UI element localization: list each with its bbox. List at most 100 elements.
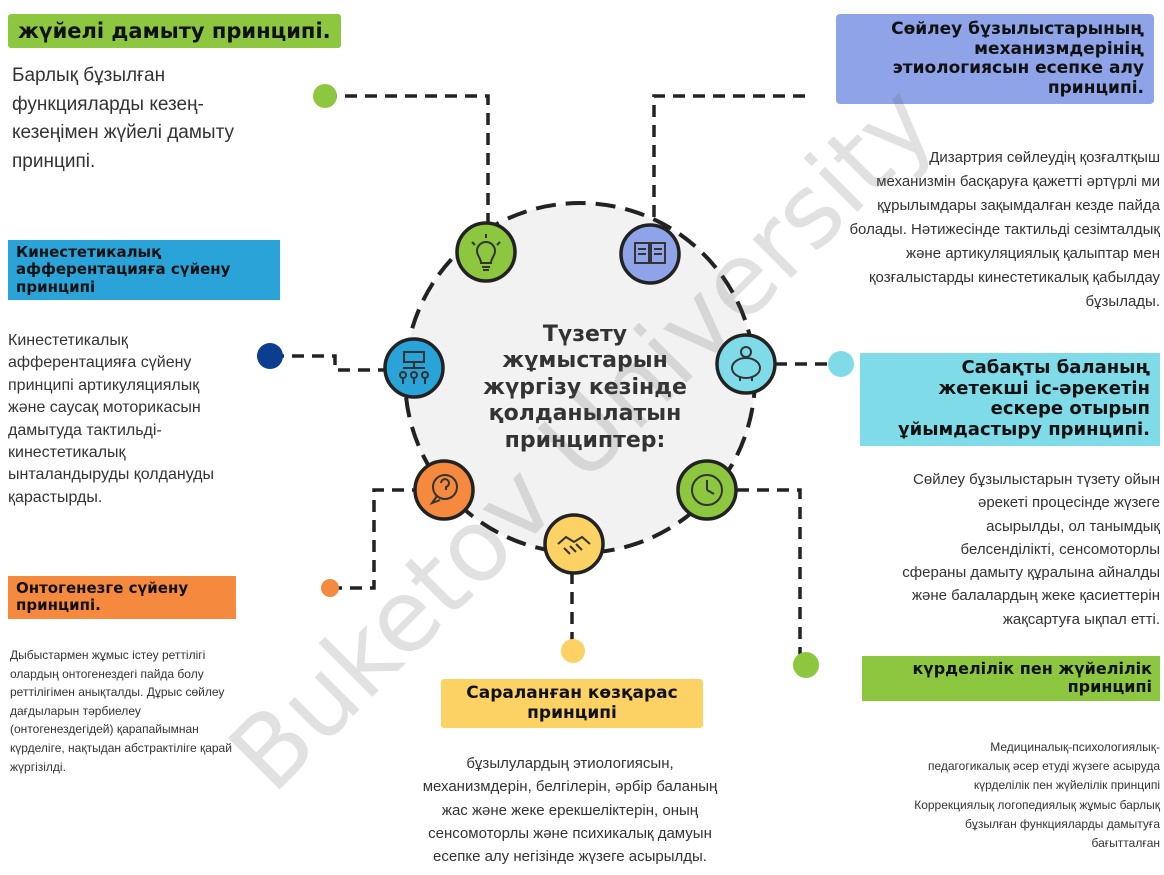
endpoint-dot-cyan: [828, 351, 854, 377]
clock-icon: [676, 459, 738, 521]
endpoint-dot-orange: [321, 579, 339, 597]
text-line: механизмін басқаруға қажетті әртүрлі ми: [876, 173, 1160, 190]
text-line: кезеңімен жүйелі дамыту: [12, 122, 234, 143]
endpoint-dot-green-bottom: [793, 652, 819, 678]
piggy-bank-icon: [715, 333, 777, 395]
text-line: және саусақ моторикасын: [8, 399, 201, 417]
principle-title-complexity: күрделілік пен жүйелілік принципі: [862, 656, 1160, 701]
book-icon: [619, 223, 681, 285]
title-line: принципі: [527, 702, 617, 723]
title-line: афферентацияға сүйену: [16, 260, 231, 279]
principle-text-leading-activity: Сөйлеу бұзылыстарын түзету ойын әрекеті …: [820, 468, 1160, 631]
text-line: функцияларды кезең-: [12, 93, 204, 115]
title-line: Кинестетикалық: [16, 243, 162, 261]
text-line: бұзылулардың этиологиясын,: [466, 755, 674, 772]
text-line: дамытуда тактильді-: [8, 421, 162, 439]
connector-lower-right: [737, 488, 802, 665]
text-line: (онтогенездегідей) қарапайымнан: [10, 722, 199, 737]
principle-text-ontogenesis: Дыбыстармен жұмыс істеу реттілігі оларды…: [10, 646, 232, 776]
text-line: асырылды, ол танымдық: [986, 517, 1160, 535]
text-line: принципі артикуляциялық: [8, 376, 200, 394]
text-line: механизмдерін, белгілерін, әрбір баланың: [422, 778, 718, 796]
center-title-line: принциптер:: [504, 427, 666, 453]
text-line: есепке алу негізінде жүзеге асырылды.: [433, 848, 707, 865]
team-icon: [383, 337, 445, 399]
principle-title-etiology: Сөйлеу бұзылыстарының механизмдерінің эт…: [836, 14, 1154, 105]
text-line: Коррекциялық логопедиялық жұмыс барлық: [914, 797, 1160, 812]
text-line: реттілігімен анықталды. Дұрыс сөйлеу: [10, 685, 225, 700]
endpoint-dot-navy: [257, 343, 283, 369]
text-line: ынталандыруды қолдануды: [8, 466, 215, 484]
title-line: жетекші іс-әрекетін: [938, 377, 1150, 399]
endpoint-dot-green-top: [313, 84, 337, 108]
title-line: принципі: [16, 277, 96, 296]
title-line: принципі.: [1047, 77, 1144, 98]
principle-title-ontogenesis: Онтогенезге сүйену принципі.: [8, 576, 236, 619]
text-line: және артикуляциялық қалыптар мен: [906, 245, 1160, 262]
principle-title-differentiated: Сараланған көзқарас принципі: [441, 679, 703, 729]
title-line: Сөйлеу бұзылыстарының: [891, 19, 1144, 39]
text-line: және балалардың жеке қасиеттерін: [911, 587, 1160, 605]
text-line: олардың онтогенездегі пайда болу: [10, 666, 204, 681]
text-line: Барлық бұзылған: [12, 65, 166, 86]
center-title-line: жүргізу кезінде: [483, 374, 687, 400]
connector-left: [272, 354, 385, 372]
connector-top-right: [652, 94, 805, 232]
text-line: сенсомоторлы және психикалық дамуын: [428, 824, 712, 842]
connector-lower-left: [330, 488, 418, 590]
principle-title-leading-activity: Сабақты баланың жетекші іс-әрекетін еске…: [860, 353, 1160, 446]
title-line: ескере отырып: [990, 398, 1150, 420]
title-line: Онтогенезге сүйену: [16, 579, 189, 597]
text-line: бұзылады.: [1085, 293, 1160, 310]
principle-text-etiology: Дизартрия сөйлеудің қозғалтқыш механизмі…: [740, 146, 1160, 314]
principle-title-systemic-development: жүйелі дамыту принципі.: [8, 14, 341, 49]
title-line: күрделілік пен жүйелілік: [912, 659, 1152, 678]
text-line: принципі.: [12, 150, 96, 172]
title-line: механизмдерінің: [974, 38, 1144, 59]
title-line: принципі: [1067, 677, 1152, 697]
text-line: бұзылған функцияларды дамытуға: [965, 816, 1160, 831]
text-line: белсенділікті, сенсомоторлы: [960, 540, 1160, 558]
text-line: педагогикалық әсер етуді жүзеге асыруда: [927, 759, 1160, 774]
center-title: Түзету жұмыстарын жүргізу кезінде қолдан…: [470, 322, 700, 454]
text-line: жас және жеке ерекшеліктерін, оның: [441, 801, 699, 819]
text-line: болады. Нәтижесінде тактильді сезімталды…: [849, 221, 1160, 238]
handshake-icon: [543, 513, 605, 575]
principle-text-kinesthetic: Кинестетикалық афферентацияға сүйену при…: [8, 330, 214, 509]
text-line: құрылымдары зақымдалған кезде пайда: [877, 197, 1160, 214]
principle-text-complexity: Медициналық-психологиялық- педагогикалық…: [770, 738, 1160, 853]
lightbulb-icon: [455, 221, 517, 283]
text-line: бағытталған: [1091, 835, 1160, 850]
text-line: афферентацияға сүйену: [8, 354, 192, 372]
text-line: күрделілік пен жүйелілік принципі: [973, 778, 1160, 793]
title-line: принципі.: [16, 596, 101, 615]
title-line: Сараланған көзқарас: [466, 683, 678, 703]
endpoint-dot-yellow: [561, 639, 585, 663]
text-line: Кинестетикалық: [8, 332, 128, 349]
text-line: Сөйлеу бұзылыстарын түзету ойын: [913, 471, 1160, 488]
connector-top-left: [325, 94, 490, 230]
center-title-line: Түзету: [542, 322, 628, 347]
principle-text-differentiated: бұзылулардың этиологиясын, механизмдерін…: [370, 752, 770, 868]
question-bubble-icon: [413, 459, 475, 521]
title-line: ұйымдастыру принципі.: [897, 419, 1150, 441]
text-line: кинестетикалық: [8, 443, 126, 461]
text-line: жүргізілді.: [10, 759, 66, 774]
principle-text-systemic-development: Барлық бұзылған функцияларды кезең- кезе…: [12, 62, 234, 176]
title-line: этиологиясын есепке алу: [892, 58, 1144, 79]
center-title-line: қолданылатын: [488, 401, 682, 427]
title-line: жүйелі дамыту принципі.: [18, 19, 331, 43]
text-line: әрекеті процесінде жүзеге: [978, 494, 1160, 512]
text-line: сфераны дамыту құралына айналды: [902, 564, 1160, 581]
principle-title-kinesthetic: Кинестетикалық афферентацияға сүйену при…: [8, 240, 280, 300]
title-line: Сабақты баланың: [961, 357, 1150, 378]
text-line: күрделіге, нақтыдан абстрактіліге қарай: [10, 740, 232, 755]
text-line: Дыбыстармен жұмыс істеу реттілігі: [10, 648, 206, 662]
text-line: дағдыларын тәрбиелеу: [10, 703, 141, 718]
text-line: қозғалыстарды кинестетикалық қабылдау: [868, 269, 1160, 286]
text-line: Дизартрия сөйлеудің қозғалтқыш: [929, 149, 1160, 166]
center-title-line: жұмыстарын: [502, 348, 668, 374]
text-line: қарастырды.: [8, 488, 103, 506]
text-line: жақсартуға ықпал етті.: [1002, 610, 1160, 628]
